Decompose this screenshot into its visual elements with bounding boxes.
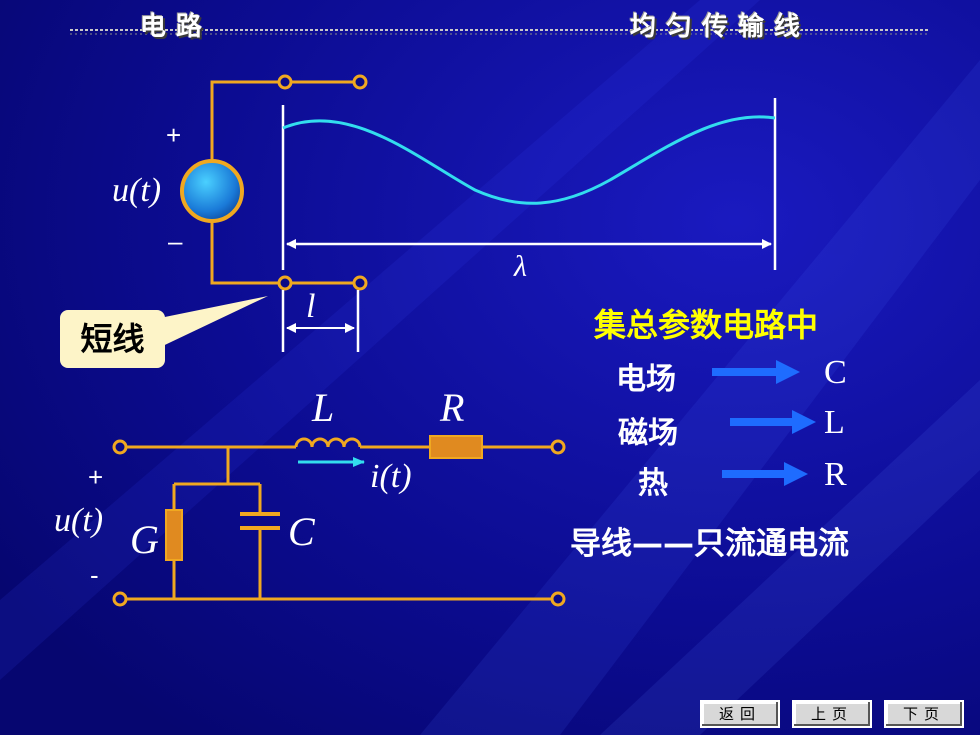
terminal-node (112, 591, 128, 607)
callout-pointer (150, 296, 268, 352)
arrow-right-icon (712, 360, 800, 384)
wavelength-label: λ (514, 250, 527, 283)
bottom-minus-sign: - (90, 560, 99, 590)
param-label-l: L (824, 404, 845, 441)
terminal-node (277, 275, 293, 291)
arrow-right-icon (722, 462, 808, 486)
terminal-node (277, 74, 293, 90)
param-label-r: R (824, 456, 847, 493)
top-minus-sign: – (168, 226, 183, 256)
top-wire-upper (210, 80, 285, 160)
mapping-arrows (712, 360, 816, 486)
sine-wave (282, 115, 776, 205)
prev-page-button[interactable]: 上页 (792, 700, 872, 728)
top-source-label: u(t) (112, 172, 162, 209)
field-label-magnetic: 磁场 (618, 416, 678, 451)
next-page-button[interactable]: 下页 (884, 700, 964, 728)
top-wire-lower (210, 222, 285, 285)
bottom-circuit (112, 437, 566, 607)
terminal-node (550, 439, 566, 455)
capacitor-label: C (288, 509, 315, 554)
header-rule (70, 29, 930, 35)
inductor-icon (294, 437, 362, 448)
bottom-source-label: u(t) (54, 502, 104, 539)
field-label-electric: 电场 (616, 362, 676, 397)
header-left-title: 电路 (140, 12, 213, 42)
conductance-label: G (130, 517, 159, 562)
bottom-plus-sign: + (88, 462, 104, 492)
terminal-node (550, 591, 566, 607)
terminal-node (352, 275, 368, 291)
inductor-label: L (312, 385, 335, 430)
resistor-label: R (440, 385, 465, 430)
terminal-node (112, 439, 128, 455)
back-button[interactable]: 返回 (700, 700, 780, 728)
header-right-title: 均匀传输线 (630, 12, 811, 42)
resistor-icon (429, 435, 483, 459)
arrow-right-icon (730, 410, 816, 434)
short-line-callout: 短线 (60, 310, 165, 368)
top-plus-sign: + (166, 120, 182, 150)
top-circuit (210, 74, 368, 291)
conclusion-text: 导线——只流通电流 (570, 526, 849, 562)
panel-title: 集总参数电路中 (594, 306, 819, 344)
current-label: i(t) (370, 458, 412, 495)
conductance-icon (165, 509, 183, 561)
param-label-c: C (824, 354, 847, 391)
terminal-node (352, 74, 368, 90)
field-label-heat: 热 (638, 466, 668, 501)
length-label: l (306, 288, 316, 325)
voltage-source-icon (180, 159, 244, 223)
